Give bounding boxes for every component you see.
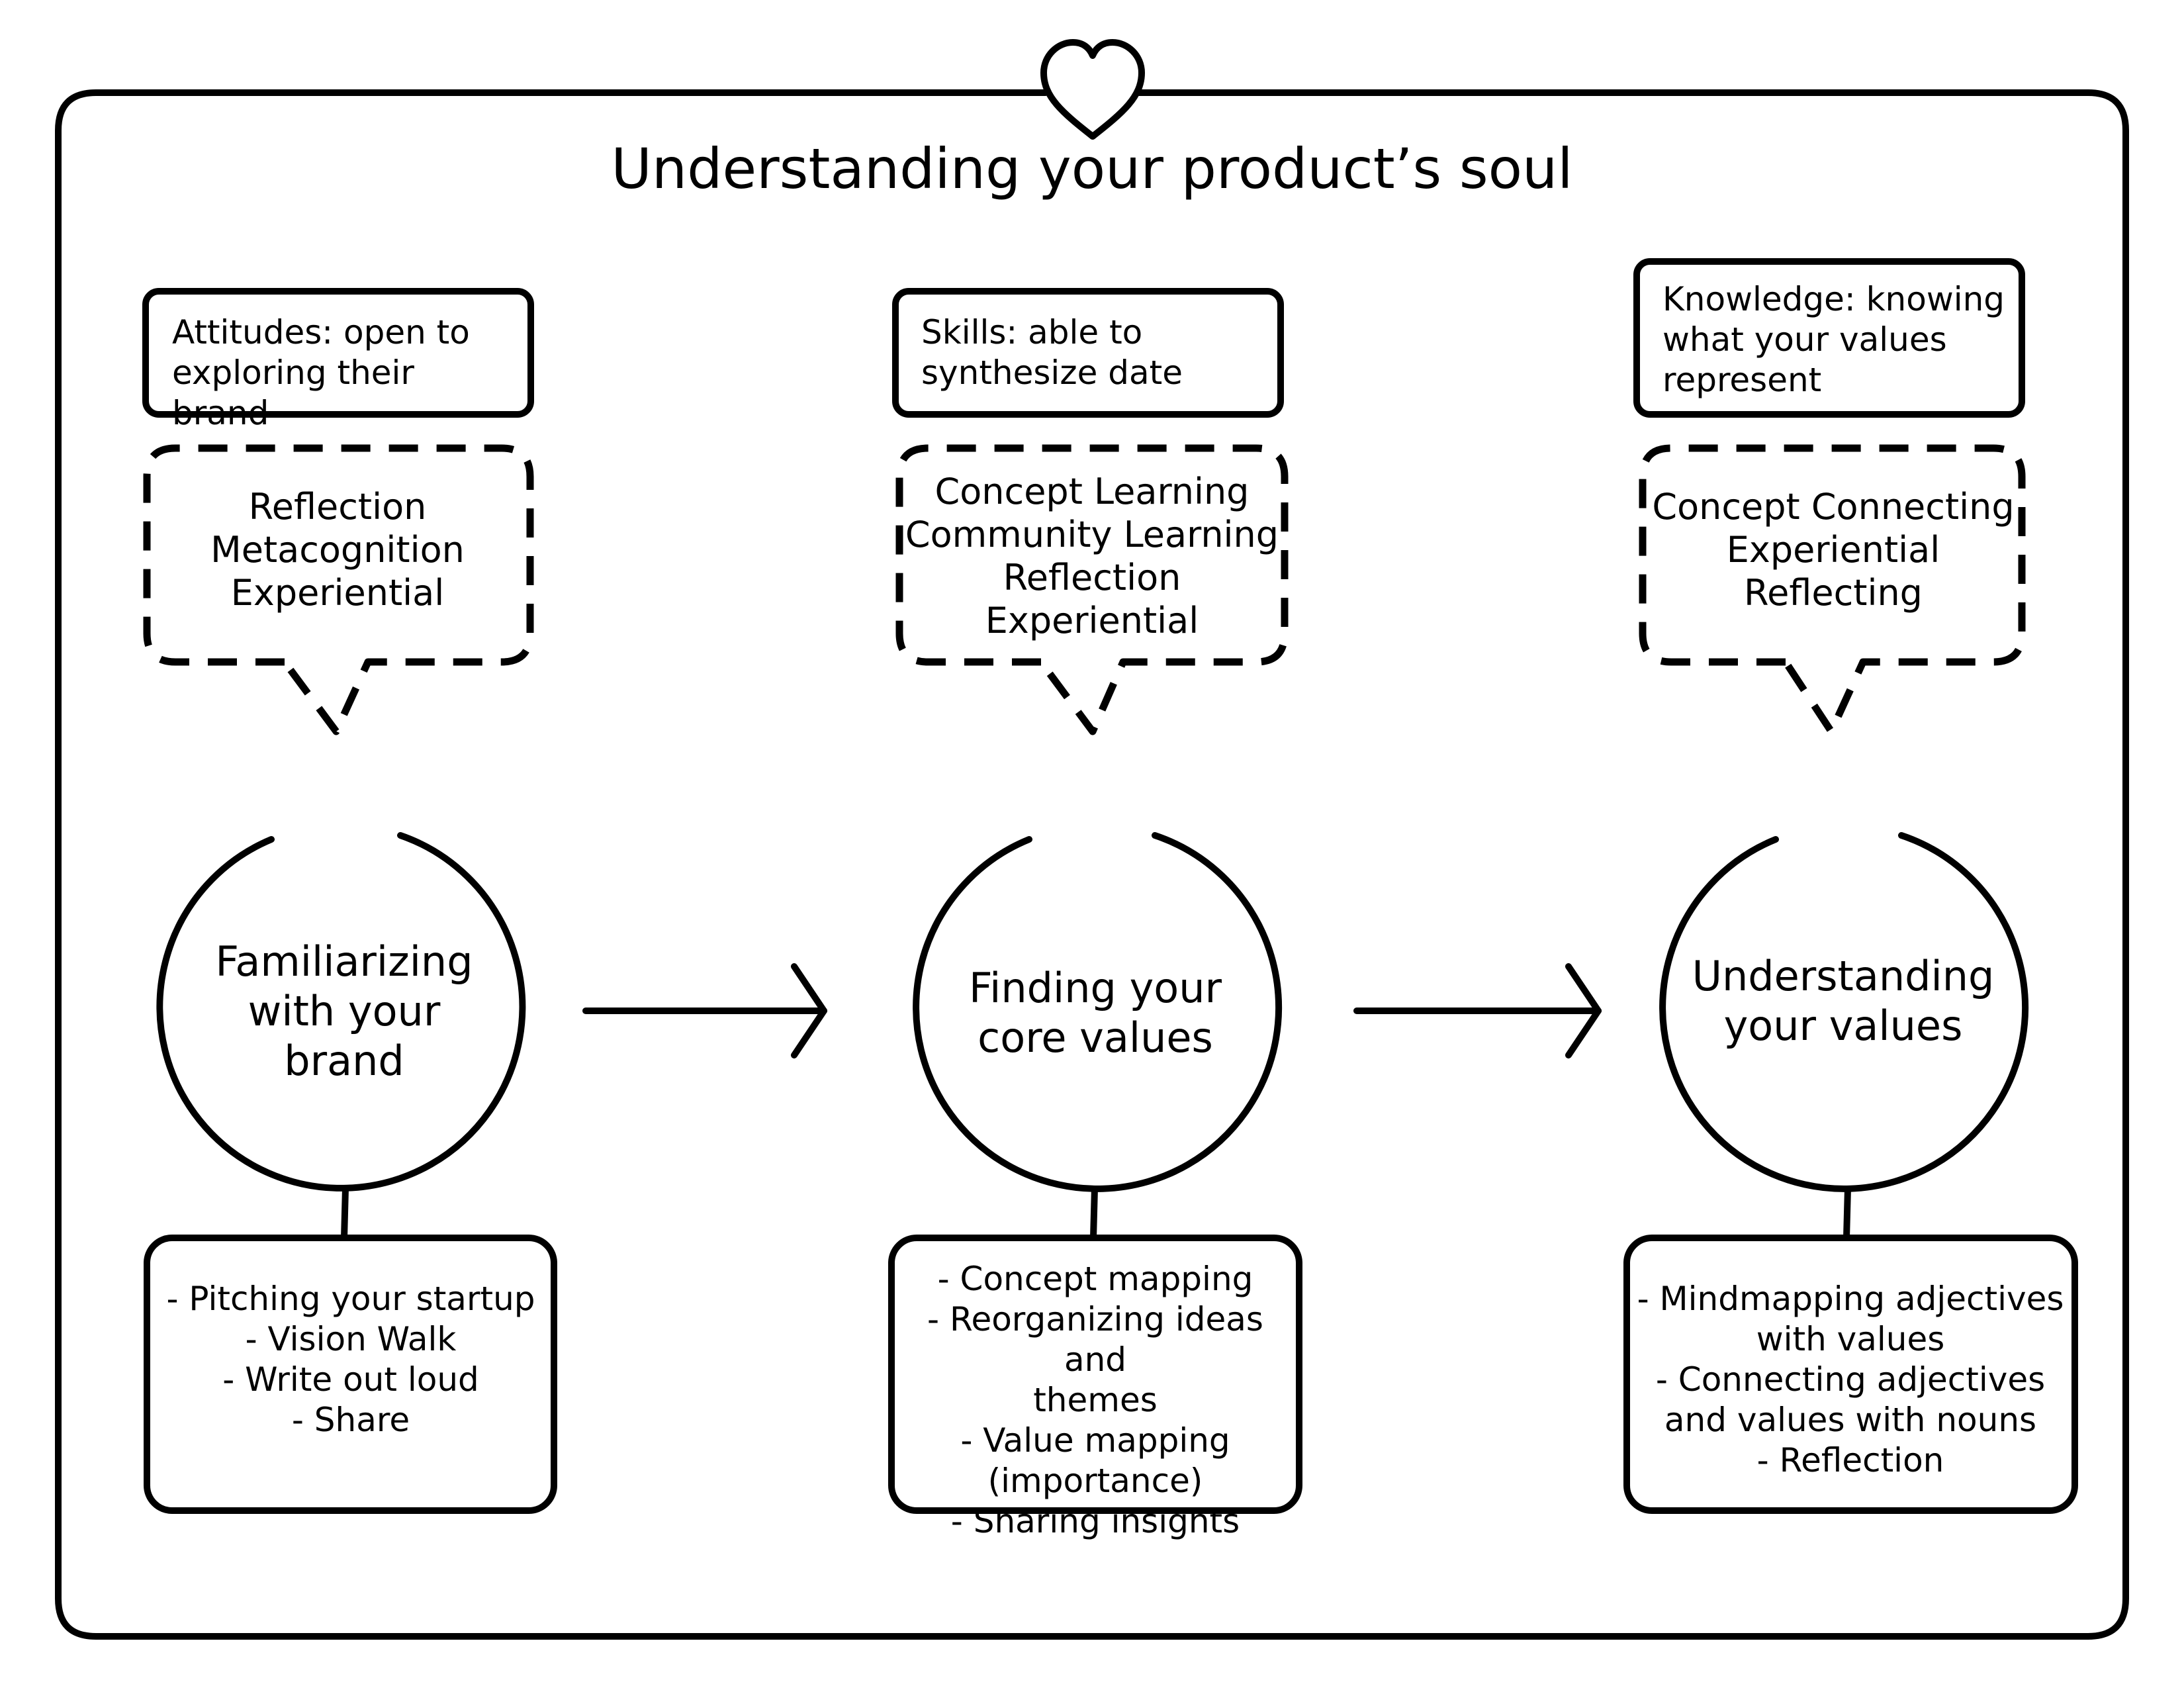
methods-bubble-3 [1639, 444, 2026, 735]
methods-text-2: Concept Learning Community Learning Refl… [905, 471, 1279, 641]
goal-text-attitudes: Attitudes: open to exploring their brand [172, 313, 470, 432]
activities-box-2 [888, 1235, 1302, 1514]
outer-frame [55, 89, 2129, 1640]
goal-text-skills: Skills: able to synthesize date [921, 313, 1183, 392]
activities-box-1 [144, 1235, 557, 1514]
arrow-right-icon [582, 963, 827, 1058]
stage-label-understanding: Understanding your values [1692, 952, 1995, 1050]
stage-circle-1 [156, 832, 526, 1192]
methods-bubble-2 [895, 444, 1289, 735]
stage-label-finding: Finding your core values [968, 964, 1222, 1062]
goal-text-knowledge: Knowledge: knowing what your values repr… [1662, 280, 2005, 399]
activities-text-1: - Pitching your startup - Vision Walk - … [166, 1280, 535, 1439]
stage-circle-2 [913, 832, 1283, 1192]
goal-box-3 [1633, 258, 2025, 418]
arrow-right-icon [1353, 963, 1602, 1058]
connector-1 [341, 1188, 349, 1239]
methods-text-3: Concept Connecting Experiential Reflecti… [1652, 486, 2015, 614]
activities-text-2: - Concept mapping - Reorganizing ideas a… [927, 1260, 1263, 1540]
goal-box-1 [142, 288, 534, 418]
stage-label-familiarizing: Familiarizing with your brand [215, 937, 473, 1085]
page-title: Understanding your product’s soul [611, 136, 1573, 201]
methods-text-1: Reflection Metacognition Experiential [210, 486, 465, 614]
goal-box-2 [892, 288, 1284, 418]
activities-box-3 [1623, 1235, 2078, 1514]
activities-text-3: - Mindmapping adjectives with values - C… [1637, 1280, 2064, 1479]
connector-2 [1090, 1188, 1098, 1239]
methods-bubble-1 [143, 444, 534, 735]
connector-3 [1843, 1188, 1851, 1239]
heart-icon [1040, 39, 1145, 140]
